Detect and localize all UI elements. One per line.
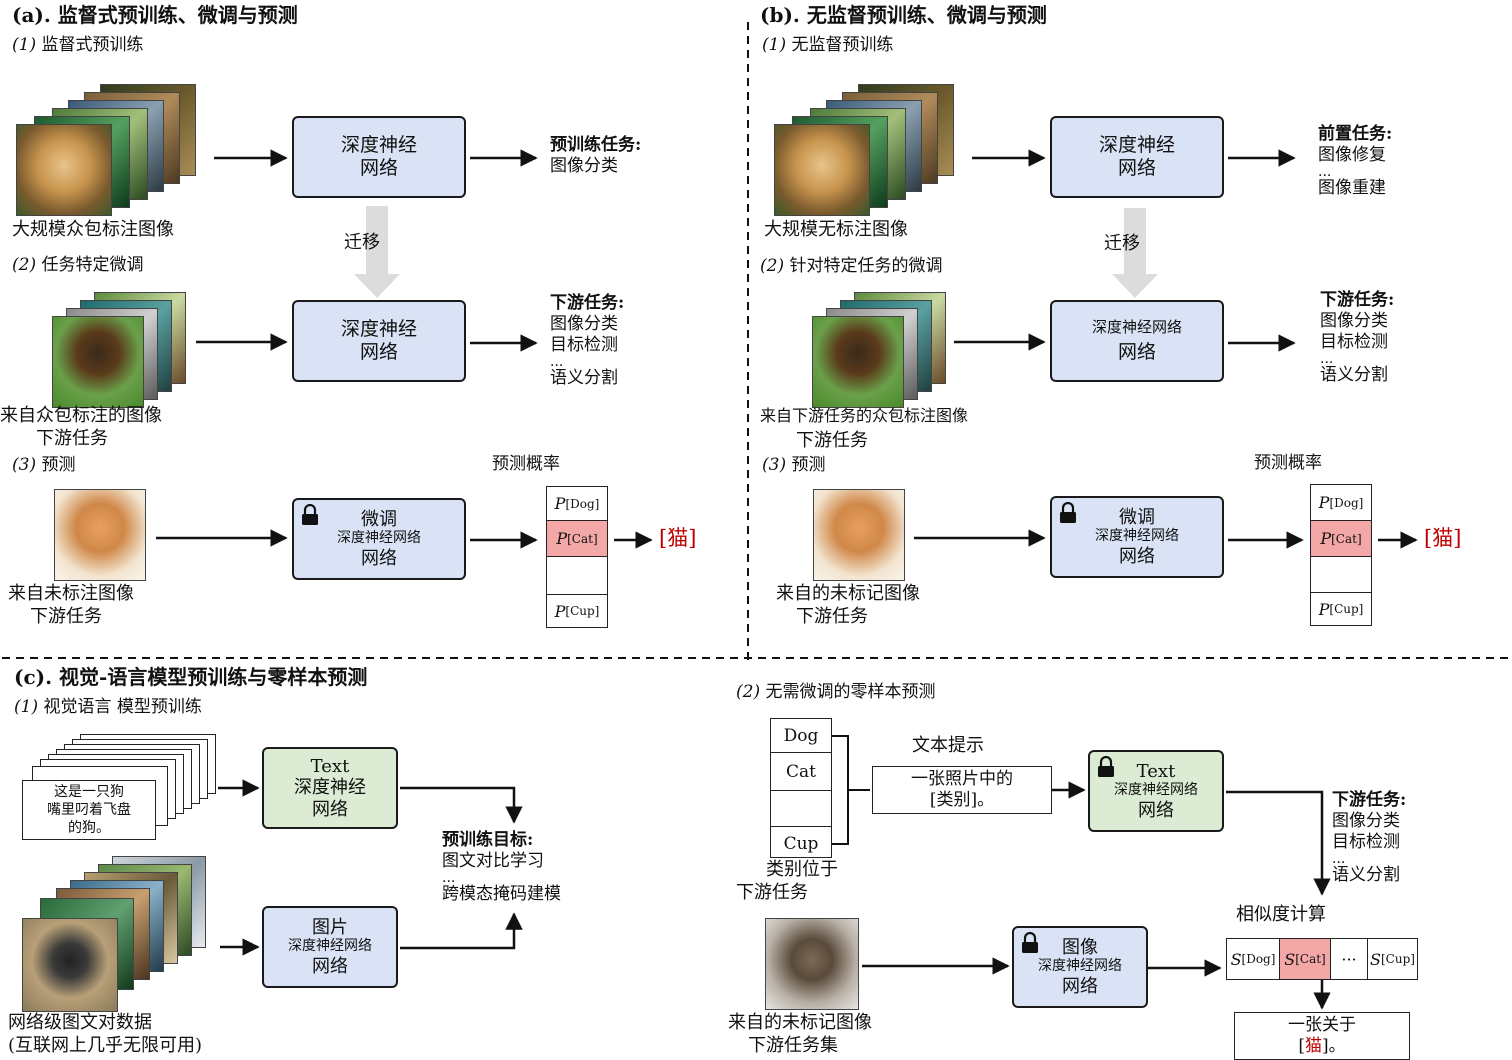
lock-icon bbox=[302, 504, 318, 525]
tabby-cat-photo bbox=[765, 918, 859, 1010]
prob-cat: P[Cat] bbox=[547, 521, 607, 557]
pretext-list: 前置任务: 图像修复 ... 图像重建 bbox=[1318, 124, 1393, 198]
dnn-box-pretrain: 深度神经网络 bbox=[292, 116, 466, 198]
dnn-box-unsup-pretrain: 深度神经网络 bbox=[1050, 116, 1224, 198]
dog-photo bbox=[16, 124, 112, 216]
web-caption-1: 网络级图文对数据 bbox=[8, 1012, 152, 1033]
transfer-label-a: 迁移 bbox=[344, 232, 380, 253]
dnn-box-unsup-finetune: 深度神经网络 网络 bbox=[1050, 300, 1224, 382]
panel-a-images2-caption-1: 来自众包标注的图像 bbox=[0, 405, 162, 426]
panel-b-step3: (3) 预测 bbox=[762, 455, 826, 475]
panel-a-title: (a). 监督式预训练、微调与预测 bbox=[12, 3, 298, 27]
zeroshot-output-box: 一张关于 [猫]。 bbox=[1234, 1012, 1410, 1060]
finetuned-dnn-box-a: 微调 深度神经网络 网络 bbox=[292, 498, 466, 580]
panel-a-images3-caption-2: 下游任务 bbox=[30, 606, 102, 627]
panel-b-images2-caption-1: 来自下游任务的众包标注图像 bbox=[760, 406, 969, 425]
classes-caption-2: 下游任务 bbox=[736, 882, 808, 903]
panel-a-step2: (2) 任务特定微调 bbox=[12, 255, 144, 275]
prob-cup: P[Cup] bbox=[1318, 599, 1364, 619]
prob-dog: P[Dog] bbox=[1311, 485, 1371, 521]
prob-title-a: 预测概率 bbox=[492, 454, 560, 474]
step-number: (1) bbox=[12, 35, 37, 55]
text-prompt-box: 一张照片中的[类别]。 bbox=[872, 766, 1052, 814]
labeled-image-stack bbox=[16, 84, 200, 218]
prob-cup: P[Cup] bbox=[554, 601, 600, 621]
image-encoder-box: 图片 深度神经网络 网络 bbox=[262, 906, 398, 988]
cat-photo-b bbox=[813, 489, 905, 581]
finetune-image-stack bbox=[52, 292, 192, 408]
panel-b-images1-caption: 大规模无标注图像 bbox=[764, 219, 908, 240]
prob-cat: P[Cat] bbox=[1311, 521, 1371, 557]
finetune-image-stack-b bbox=[812, 292, 952, 408]
prompt-title: 文本提示 bbox=[912, 735, 984, 756]
web-image-stack bbox=[22, 856, 212, 1014]
panel-a-images2-caption-2: 下游任务 bbox=[36, 428, 108, 449]
panel-b-step1: (1) 无监督预训练 bbox=[762, 35, 894, 55]
text-document: 这是一只狗嘴里叼着飞盘的狗。 bbox=[22, 780, 156, 840]
zeroshot-image-encoder-box: 图像 深度神经网络 网络 bbox=[1012, 926, 1148, 1008]
similarity-vector: S[Dog] S[Cat] ··· S[Cup] bbox=[1226, 938, 1418, 980]
panel-a-images1-caption: 大规模众包标注图像 bbox=[12, 219, 174, 240]
class-item: Cup bbox=[783, 834, 819, 854]
prob-empty bbox=[1311, 557, 1371, 593]
unlabeled-image-stack bbox=[774, 84, 958, 218]
panel-b-images2-caption-2: 下游任务 bbox=[796, 430, 868, 451]
dnn-box-finetune: 深度神经网络 bbox=[292, 300, 466, 382]
pretrain-task-title: 预训练任务: bbox=[550, 135, 642, 155]
class-item bbox=[771, 791, 831, 827]
sim-cup: S[Cup] bbox=[1370, 949, 1415, 969]
class-item: Dog bbox=[771, 719, 831, 753]
text-document-stack: 这是一只狗嘴里叼着飞盘的狗。 bbox=[22, 734, 218, 840]
pretrain-task: 图像分类 bbox=[550, 156, 618, 176]
panel-b-step2: (2) 针对特定任务的微调 bbox=[760, 256, 943, 276]
panel-a-step3: (3) 预测 bbox=[12, 455, 76, 475]
panel-b-images3-caption-1: 来自的未标记图像 bbox=[776, 583, 920, 604]
prob-title-b: 预测概率 bbox=[1254, 453, 1322, 473]
panel-a-images3-caption-1: 来自未标注图像 bbox=[8, 583, 134, 604]
similarity-label: 相似度计算 bbox=[1236, 904, 1326, 925]
prob-empty bbox=[547, 557, 607, 595]
result-b: [猫] bbox=[1424, 526, 1462, 550]
sim-dog: S[Dog] bbox=[1227, 939, 1280, 979]
pretrain-objective-list: 预训练目标: 图文对比学习 ... 跨模态掩码建模 bbox=[442, 830, 561, 904]
lock-icon bbox=[1098, 756, 1114, 777]
panel-c-step1: (1) 视觉语言 模型预训练 bbox=[14, 697, 202, 717]
cat-photo-a bbox=[54, 489, 146, 581]
class-list: Dog Cat Cup bbox=[770, 718, 832, 858]
text-encoder-box: Text 深度神经 网络 bbox=[262, 747, 398, 829]
web-caption-2: (互联网上几乎无限可用) bbox=[8, 1035, 203, 1056]
panel-c-title: (c). 视觉-语言模型预训练与零样本预测 bbox=[14, 665, 368, 689]
prob-vector-a: P[Dog] P[Cat] P[Cup] bbox=[546, 486, 608, 628]
sim-dots: ··· bbox=[1331, 939, 1368, 979]
step-label: 监督式预训练 bbox=[41, 35, 144, 55]
sim-cat: S[Cat] bbox=[1280, 939, 1331, 979]
class-item: Cat bbox=[771, 753, 831, 791]
classes-caption-1: 类别位于 bbox=[766, 859, 838, 880]
panel-c-step2: (2) 无需微调的零样本预测 bbox=[736, 682, 936, 702]
downstream-list-b: 下游任务: 图像分类 目标检测 ... 语义分割 bbox=[1320, 290, 1395, 385]
panel-b-images3-caption-2: 下游任务 bbox=[796, 606, 868, 627]
unlabeled-caption-1: 来自的未标记图像 bbox=[728, 1012, 872, 1033]
panel-a-step1: (1) 监督式预训练 bbox=[12, 35, 144, 56]
lock-icon bbox=[1022, 932, 1038, 953]
zeroshot-text-encoder-box: Text 深度神经网络 网络 bbox=[1088, 750, 1224, 832]
downstream-list-a: 下游任务: 图像分类 目标检测 ... 语义分割 bbox=[550, 293, 625, 388]
dog-frisbee-photo bbox=[22, 918, 118, 1012]
result-a: [猫] bbox=[659, 526, 697, 550]
unlabeled-caption-2: 下游任务集 bbox=[748, 1035, 838, 1056]
lock-icon bbox=[1060, 502, 1076, 523]
downstream-list-c: 下游任务: 图像分类 目标检测 ... 语义分割 bbox=[1332, 790, 1407, 885]
finetuned-dnn-box-b: 微调 深度神经网络 网络 bbox=[1050, 496, 1224, 578]
prob-vector-b: P[Dog] P[Cat] P[Cup] bbox=[1310, 484, 1372, 626]
prob-dog: P[Dog] bbox=[547, 487, 607, 521]
panel-b-title: (b). 无监督预训练、微调与预测 bbox=[760, 3, 1047, 27]
transfer-label-b: 迁移 bbox=[1104, 233, 1140, 254]
puppy-photo bbox=[52, 316, 144, 408]
